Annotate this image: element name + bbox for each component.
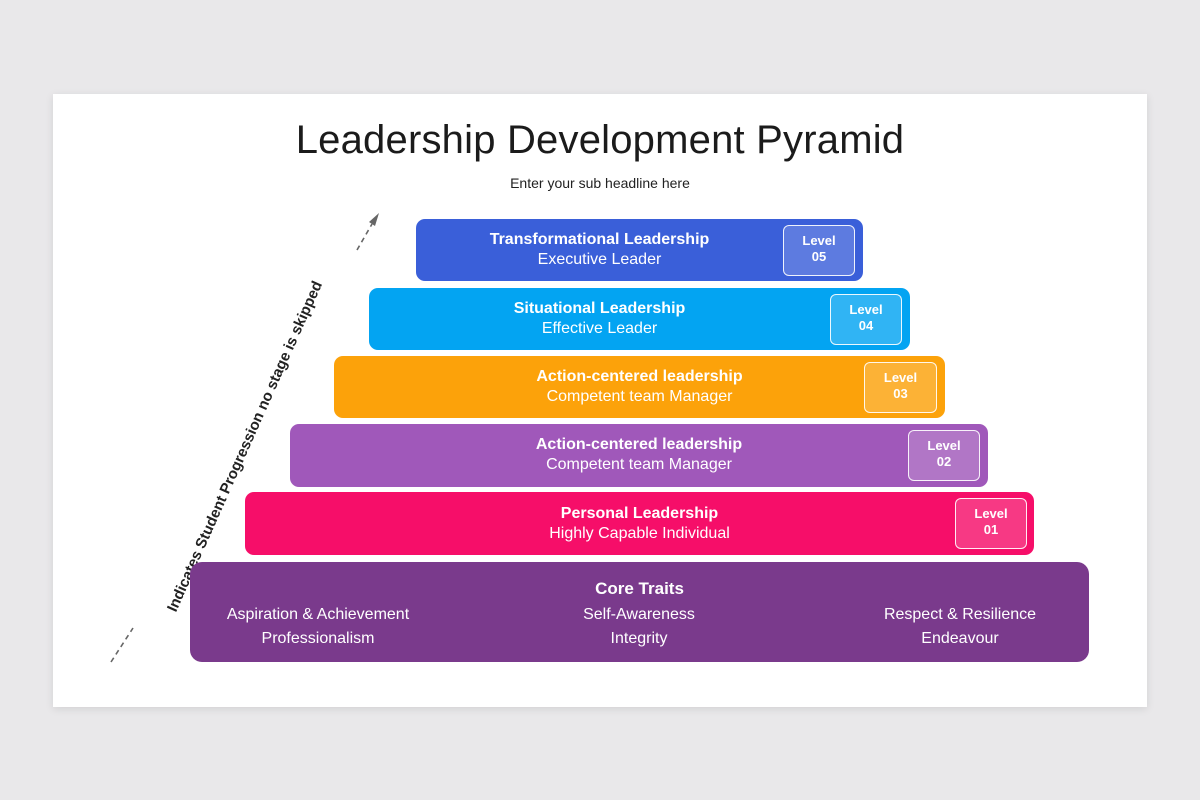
core-trait: Integrity <box>610 630 668 647</box>
tier-level-05: Transformational Leadership Executive Le… <box>416 219 863 281</box>
tier-title: Personal Leadership <box>560 505 719 522</box>
level-badge-label: Level <box>927 438 961 453</box>
level-badge-number: 04 <box>858 318 874 333</box>
level-badge-label: Level <box>802 233 836 248</box>
tier-subtitle: Competent team Manager <box>546 388 733 405</box>
tier-title: Situational Leadership <box>513 300 686 317</box>
core-trait: Professionalism <box>261 630 375 647</box>
level-badge: Level 05 <box>783 225 855 276</box>
level-badge: Level 03 <box>864 362 937 413</box>
tier-title: Action-centered leadership <box>535 436 743 453</box>
core-traits-column-left: Aspiration & Achievement Professionalism <box>188 603 448 651</box>
level-badge: Level 02 <box>908 430 980 481</box>
tier-subtitle: Highly Capable Individual <box>549 525 730 542</box>
tier-subtitle: Executive Leader <box>537 251 662 268</box>
level-badge-label: Level <box>974 506 1008 521</box>
core-traits-column-center: Self-Awareness Integrity <box>509 603 769 651</box>
page-title: Leadership Development Pyramid <box>295 118 905 162</box>
tier-subtitle: Effective Leader <box>541 320 658 337</box>
level-badge-number: 01 <box>983 522 999 537</box>
tier-level-03: Action-centered leadership Competent tea… <box>334 356 945 418</box>
level-badge: Level 04 <box>830 294 902 345</box>
level-badge-label: Level <box>849 302 883 317</box>
core-trait: Endeavour <box>921 630 999 647</box>
core-traits-title: Core Traits <box>595 579 684 598</box>
level-badge-number: 03 <box>893 386 908 401</box>
tier-title: Action-centered leadership <box>536 368 743 385</box>
tier-level-04: Situational Leadership Effective Leader … <box>369 288 910 350</box>
tier-title: Transformational Leadership <box>489 231 710 248</box>
core-trait: Aspiration & Achievement <box>226 606 410 623</box>
page-subtitle: Enter your sub headline here <box>510 175 690 191</box>
level-badge-number: 05 <box>811 249 827 264</box>
level-badge-number: 02 <box>936 454 952 469</box>
core-traits-column-right: Respect & Resilience Endeavour <box>830 603 1090 651</box>
level-badge: Level 01 <box>955 498 1027 549</box>
level-badge-label: Level <box>883 370 918 385</box>
tier-level-01: Personal Leadership Highly Capable Indiv… <box>245 492 1034 555</box>
core-traits-base: Core Traits Aspiration & Achievement Pro… <box>190 562 1089 662</box>
core-trait: Respect & Resilience <box>883 606 1037 623</box>
tier-subtitle: Competent team Manager <box>546 456 732 473</box>
core-trait: Self-Awareness <box>583 606 695 623</box>
tier-level-02: Action-centered leadership Competent tea… <box>290 424 988 487</box>
